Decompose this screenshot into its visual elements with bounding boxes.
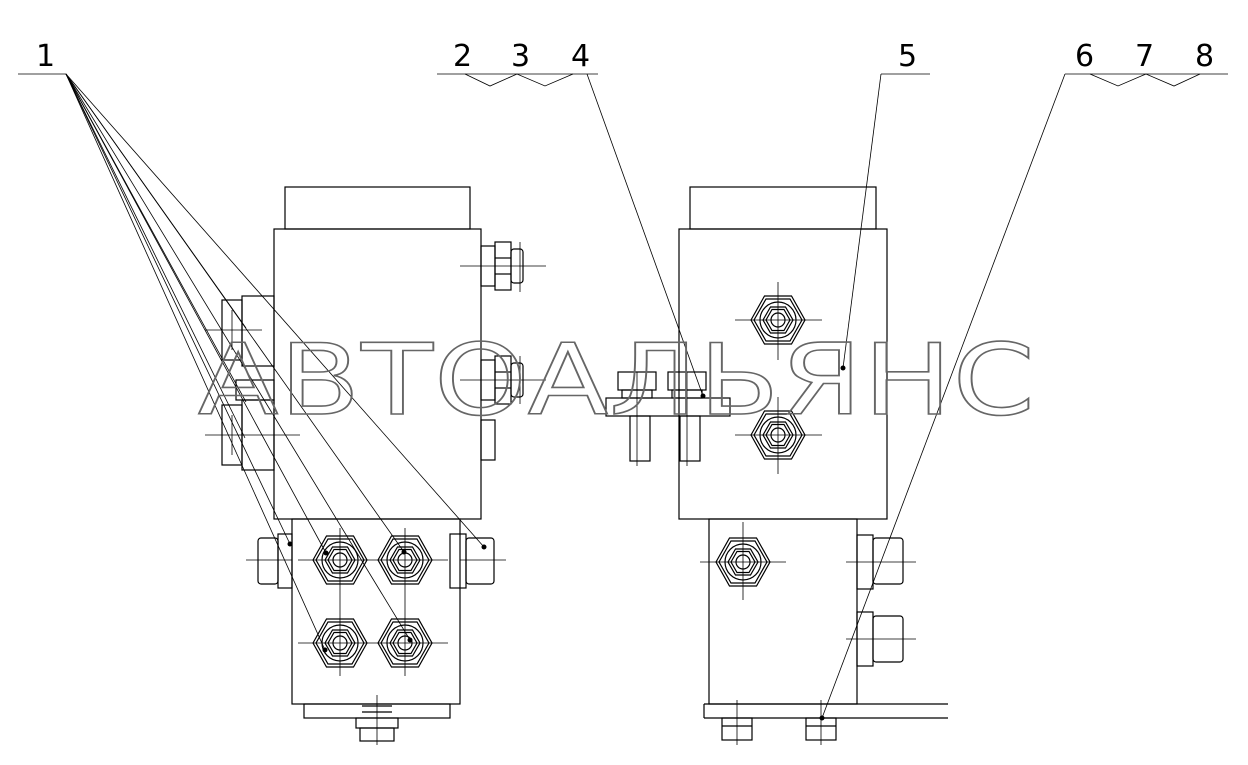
leader-lines [18, 73, 1228, 719]
callout-8: 8 [1195, 39, 1214, 74]
callout-6: 6 [1075, 39, 1094, 74]
left-valve-right-fittings [460, 241, 546, 461]
left-valve-side-fittings [205, 295, 300, 471]
callout-4: 4 [571, 39, 590, 74]
callout-2: 2 [453, 39, 472, 74]
left-valve-hex-ports [298, 528, 448, 676]
right-valve-side-fittings [846, 534, 916, 667]
callout-3: 3 [511, 39, 530, 74]
right-valve-hex-ports [700, 282, 822, 600]
left-valve-body [273, 186, 482, 745]
leader-end-dots [287, 365, 846, 721]
callout-1: 1 [36, 39, 55, 74]
center-mounting-bolts [605, 371, 731, 466]
callout-7: 7 [1135, 39, 1154, 74]
watermark-text: АВТОАЛЬЯНС [198, 324, 1036, 438]
right-valve-body [678, 186, 948, 745]
callout-5: 5 [898, 39, 917, 74]
